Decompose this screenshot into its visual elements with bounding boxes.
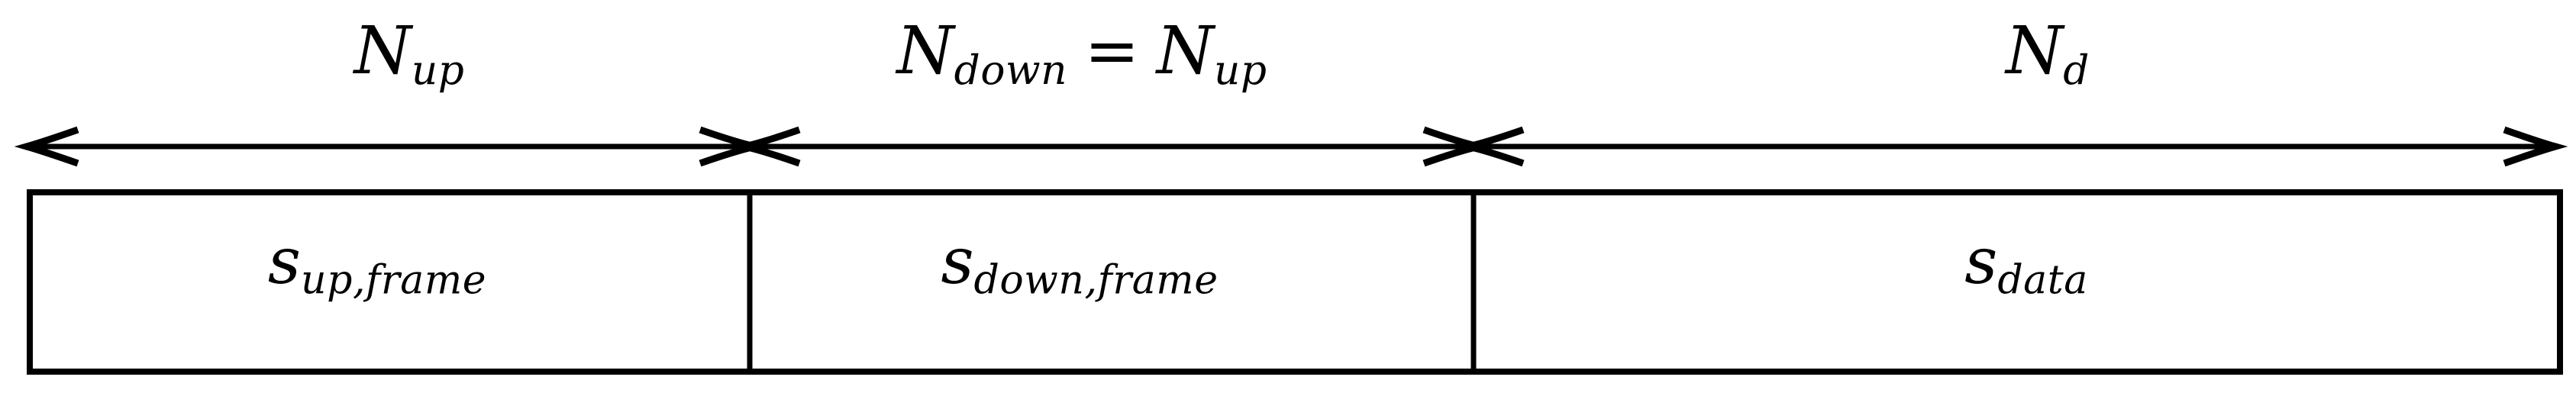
cell-label-s-data: sdata [1964,229,2088,301]
math-base: N [896,13,954,89]
cell-label-s-up-frame: sup,frame [268,229,486,301]
math-base: N [353,13,412,89]
math-subscript: d [2063,46,2090,94]
boundary-arrowheads-icon [699,126,801,167]
arrowhead-left-icon [743,126,801,167]
boundary-arrowheads-icon [1422,126,1525,167]
top-label-n-d: Nd [2006,18,2090,91]
cell-label-s-down-frame: sdown,frame [941,229,1218,301]
math-subscript: up [1214,46,1267,94]
frame-box [27,189,2563,375]
arrowhead-left-icon [1467,126,1525,167]
equals-sign: = [1084,13,1140,89]
math-subscript: up,frame [301,257,487,304]
top-label-n-up: Nup [354,18,465,91]
top-label-n-down-eq-n-up: Ndown=Nup [896,18,1267,91]
math-base: s [941,224,974,298]
math-base: s [1964,224,1998,298]
math-subscript: up [411,46,465,94]
math-base: N [2006,13,2064,89]
arrowhead-left-icon [14,126,79,167]
math-subscript: down [954,46,1068,94]
arrowhead-right-icon [2503,126,2568,167]
math-subscript: down,frame [973,257,1219,304]
math-subscript: data [1997,257,2088,304]
math-base: s [267,224,302,298]
math-base: N [1156,13,1215,89]
